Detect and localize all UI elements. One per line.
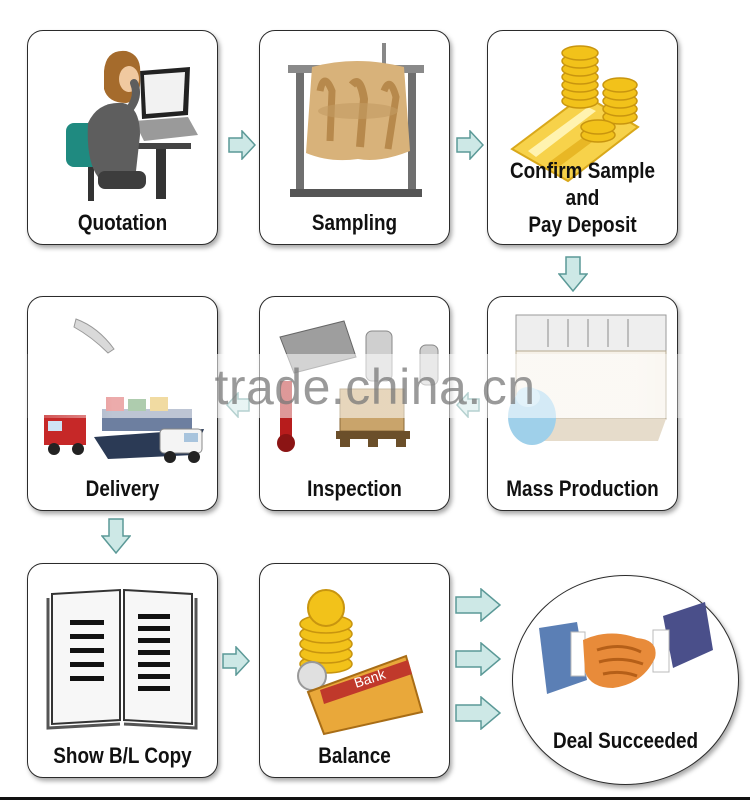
step-show-bl-copy: Show B/L Copy (27, 563, 218, 778)
watermark-band: trade.china.cn (0, 354, 750, 418)
cutting-machine-icon (288, 43, 424, 197)
show-bl-label: Show B/L Copy (53, 743, 192, 768)
person-at-computer-icon (66, 50, 198, 201)
sampling-label: Sampling (311, 210, 398, 235)
arrow-right-1 (228, 130, 256, 160)
step-balance: Bank Balance (259, 563, 450, 778)
deal-label: Deal Succeeded (552, 728, 699, 753)
handshake-icon (539, 602, 713, 694)
step-quotation: Quotation (27, 30, 218, 245)
delivery-label: Delivery (85, 476, 160, 501)
coins-bank-card-icon: Bank (297, 589, 424, 736)
step-confirm-sample: Confirm Sample and Pay Deposit (487, 30, 678, 245)
arrow-right-3 (222, 646, 250, 676)
confirm-label-line1: Confirm Sample and (509, 158, 656, 210)
arrow-right-6 (455, 696, 501, 730)
open-book-icon (46, 588, 198, 730)
quotation-label: Quotation (77, 210, 168, 235)
bottom-border (0, 797, 750, 800)
arrow-down-2 (101, 518, 131, 554)
arrow-right-5 (455, 642, 501, 676)
step-sampling: Sampling (259, 30, 450, 245)
balance-label: Balance (318, 743, 391, 768)
confirm-label-line2: Pay Deposit (528, 212, 637, 237)
inspection-label: Inspection (307, 476, 402, 501)
watermark-text: trade.china.cn (214, 359, 536, 415)
arrow-right-4 (455, 588, 501, 622)
step-deal-succeeded: Deal Succeeded (512, 575, 739, 785)
confirm-label: Confirm Sample and Pay Deposit (501, 157, 664, 238)
gold-coins-card-icon (510, 45, 640, 183)
mass-production-label: Mass Production (506, 476, 659, 501)
arrow-right-2 (456, 130, 484, 160)
arrow-down-1 (558, 256, 588, 292)
